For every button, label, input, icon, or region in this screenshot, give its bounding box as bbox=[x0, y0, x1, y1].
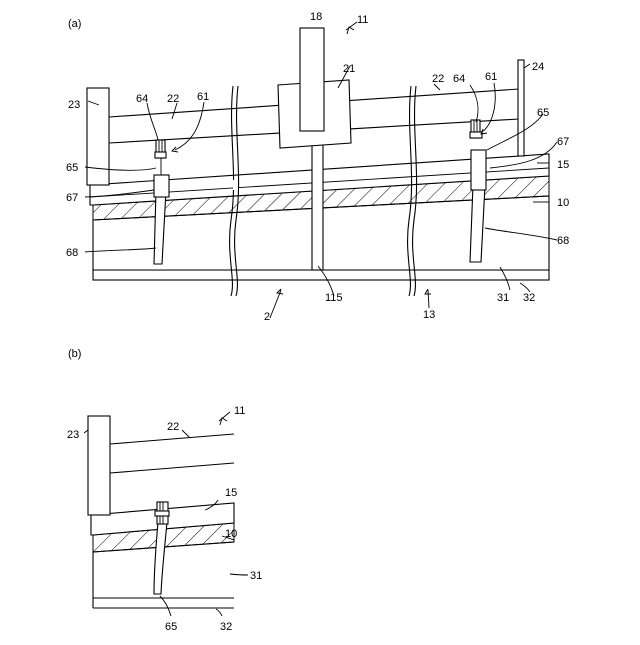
panel-a-caption: (a) bbox=[68, 18, 81, 30]
b-label-23: 23 bbox=[67, 429, 79, 441]
post-23 bbox=[87, 88, 109, 185]
label-61-right: 61 bbox=[485, 71, 497, 83]
b-rail-22-upper bbox=[110, 434, 234, 444]
label-24: 24 bbox=[532, 61, 544, 73]
label-68-left: 68 bbox=[66, 247, 78, 259]
panel-a: (a) bbox=[66, 11, 569, 323]
b-label-10: 10 bbox=[225, 528, 237, 540]
label-21: 21 bbox=[343, 63, 355, 75]
shaft-115 bbox=[312, 130, 323, 270]
base-plate-32 bbox=[93, 270, 549, 280]
label-13: 13 bbox=[423, 309, 435, 321]
label-22-left: 22 bbox=[167, 93, 179, 105]
label-68-right: 68 bbox=[557, 235, 569, 247]
label-22-right: 22 bbox=[432, 73, 444, 85]
label-64-left: 64 bbox=[136, 93, 148, 105]
panel-b: (b) bbox=[67, 348, 262, 633]
label-65-left: 65 bbox=[66, 162, 78, 174]
b-rail-22-lower bbox=[110, 463, 234, 473]
panel-b-caption: (b) bbox=[68, 348, 81, 360]
label-61-left: 61 bbox=[197, 91, 209, 103]
label-32: 32 bbox=[523, 292, 535, 304]
b-label-11: 11 bbox=[234, 405, 245, 417]
b-post-23 bbox=[88, 416, 110, 515]
label-15: 15 bbox=[557, 159, 569, 171]
label-11: 11 bbox=[357, 14, 368, 26]
label-31: 31 bbox=[497, 292, 509, 304]
label-64-right: 64 bbox=[453, 73, 465, 85]
label-115: 115 bbox=[325, 292, 343, 304]
b-label-22: 22 bbox=[167, 421, 179, 433]
b-label-15: 15 bbox=[225, 487, 237, 499]
b-label-32: 32 bbox=[220, 621, 232, 633]
label-67-right: 67 bbox=[557, 136, 569, 148]
label-2: 2 bbox=[264, 311, 270, 323]
label-18: 18 bbox=[310, 11, 322, 23]
column-18 bbox=[300, 28, 324, 131]
rod-24 bbox=[518, 60, 524, 156]
b-label-31: 31 bbox=[250, 570, 262, 582]
label-65-right: 65 bbox=[537, 107, 549, 119]
b-clamp-65 bbox=[154, 502, 169, 594]
label-10: 10 bbox=[557, 197, 569, 209]
b-label-65: 65 bbox=[165, 621, 177, 633]
label-23: 23 bbox=[68, 99, 80, 111]
label-67-left: 67 bbox=[66, 192, 78, 204]
